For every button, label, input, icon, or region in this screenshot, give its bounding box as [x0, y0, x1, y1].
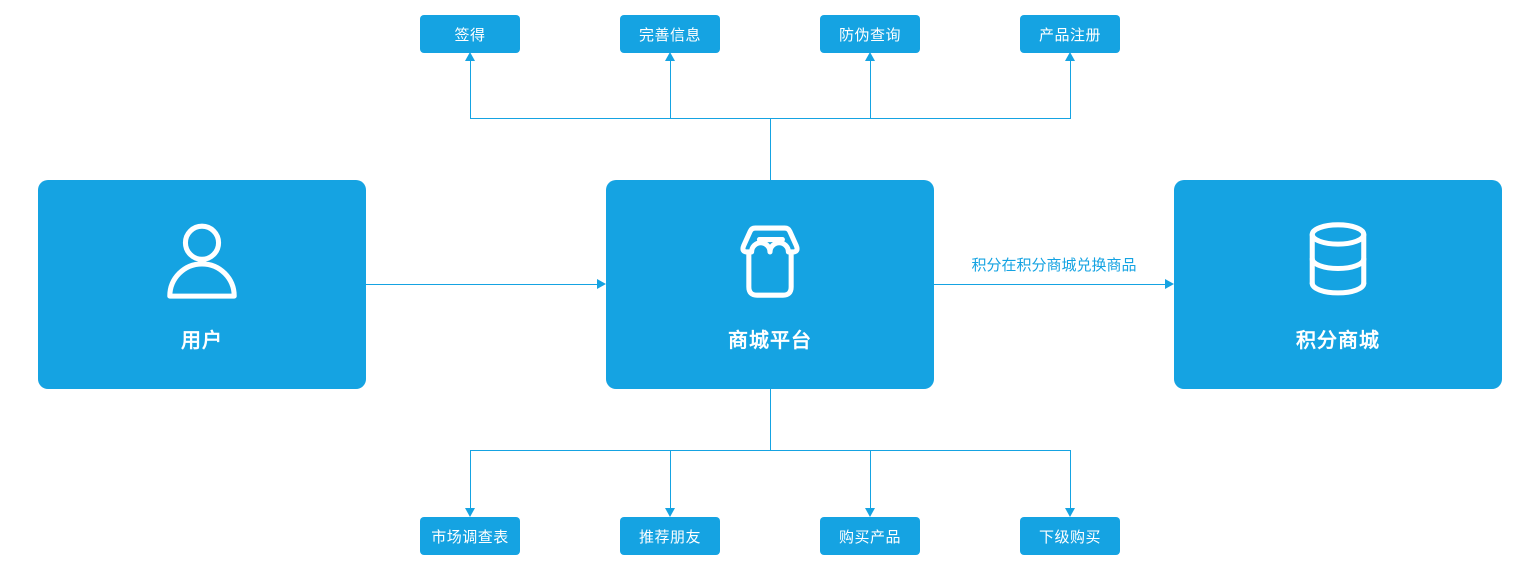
node-label: 产品注册 [1038, 26, 1101, 44]
database-icon [1292, 217, 1384, 309]
node-label: 下级购买 [1038, 528, 1101, 546]
connector-line [470, 450, 1071, 451]
connector-line [770, 389, 771, 450]
arrowhead-down-icon [1065, 508, 1075, 517]
connector-line [670, 450, 671, 509]
node-user[interactable]: 用户 [38, 180, 366, 389]
node-buy-products[interactable]: 购买产品 [820, 517, 920, 555]
connector-line [470, 118, 1071, 119]
arrowhead-right-icon [597, 279, 606, 289]
user-icon [156, 217, 248, 309]
connector-line [870, 61, 871, 118]
node-mall-platform[interactable]: 商城平台 [606, 180, 934, 389]
node-label: 商城平台 [728, 329, 812, 352]
connector-line [470, 61, 471, 118]
connector-line [470, 450, 471, 509]
node-label: 完善信息 [638, 26, 701, 44]
node-label: 用户 [181, 329, 223, 352]
connector-line [1070, 450, 1071, 509]
node-market-survey[interactable]: 市场调查表 [420, 517, 520, 555]
node-anti-fake-query[interactable]: 防伪查询 [820, 15, 920, 53]
node-label: 推荐朋友 [638, 528, 701, 546]
node-label: 购买产品 [838, 528, 901, 546]
node-sign-in[interactable]: 签得 [420, 15, 520, 53]
connector-line [1070, 61, 1071, 118]
store-icon [724, 217, 816, 309]
node-product-register[interactable]: 产品注册 [1020, 15, 1120, 53]
connector-line [934, 284, 1165, 285]
node-points-mall[interactable]: 积分商城 [1174, 180, 1502, 389]
node-label: 防伪查询 [838, 26, 901, 44]
arrowhead-up-icon [665, 52, 675, 61]
node-label: 签得 [454, 26, 486, 44]
connector-line [870, 450, 871, 509]
node-label: 积分商城 [1296, 329, 1380, 352]
arrowhead-down-icon [465, 508, 475, 517]
connector-line [670, 61, 671, 118]
node-complete-info[interactable]: 完善信息 [620, 15, 720, 53]
connector-line [366, 284, 597, 285]
node-label: 市场调查表 [431, 528, 509, 546]
arrowhead-up-icon [1065, 52, 1075, 61]
arrowhead-up-icon [465, 52, 475, 61]
arrowhead-up-icon [865, 52, 875, 61]
arrowhead-right-icon [1165, 279, 1174, 289]
node-subordinate-purchase[interactable]: 下级购买 [1020, 517, 1120, 555]
node-recommend-friends[interactable]: 推荐朋友 [620, 517, 720, 555]
arrowhead-down-icon [865, 508, 875, 517]
arrowhead-down-icon [665, 508, 675, 517]
edge-label-points-exchange: 积分在积分商城兑换商品 [971, 257, 1137, 274]
connector-line [770, 118, 771, 180]
